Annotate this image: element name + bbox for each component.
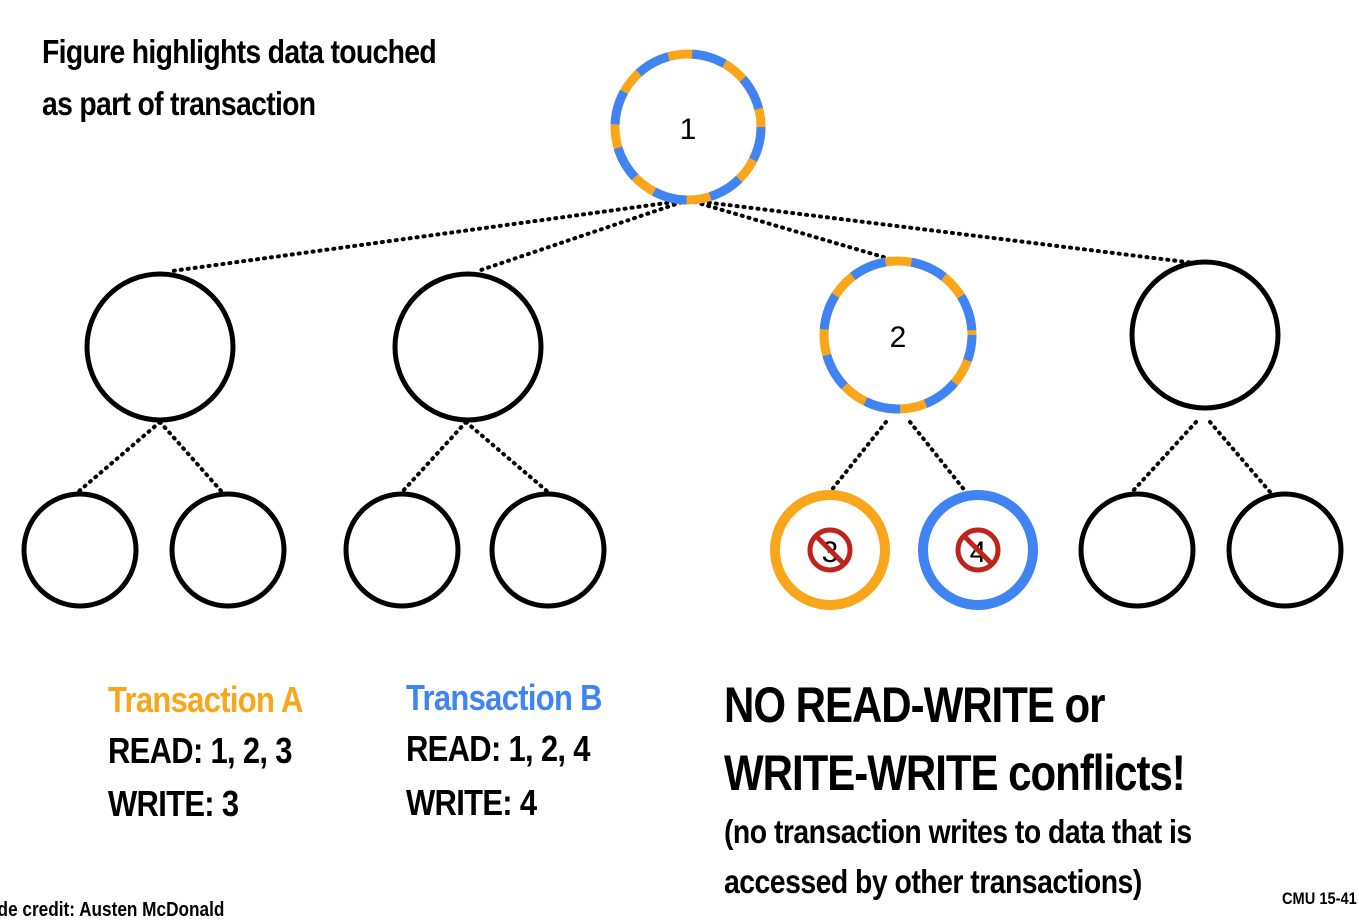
conclusion-headline-line-1: NO READ-WRITE or	[724, 677, 1106, 733]
edge-node2-node4	[908, 420, 968, 494]
transaction-a-read: READ: 1, 2, 3	[108, 730, 292, 771]
edge-b-leaf3	[400, 420, 468, 494]
edge-root-d	[686, 198, 1204, 266]
conclusion-headline-line-2: WRITE-WRITE conflicts!	[724, 745, 1186, 801]
node-3: 3	[770, 490, 890, 610]
leaf-3	[343, 491, 461, 609]
prohibited-icon	[955, 527, 1001, 573]
leaf-1	[21, 491, 139, 609]
edge-root-b	[476, 198, 690, 273]
leaf-8	[1226, 491, 1344, 609]
node-1-label: 1	[680, 113, 697, 146]
edge-a-leaf2	[158, 420, 224, 494]
edge-b-leaf4	[464, 420, 550, 494]
leaf-4	[489, 491, 607, 609]
slide-credit: lide credit: Austen McDonald	[0, 899, 225, 921]
transaction-b-title: Transaction B	[406, 677, 602, 718]
node-2-label: 2	[890, 321, 907, 354]
node-level2-a	[84, 271, 236, 423]
prohibited-icon	[807, 527, 853, 573]
conclusion-note-line-2: accessed by other transactions)	[724, 863, 1142, 900]
edge-a-leaf1	[76, 420, 162, 494]
edge-node2-node3	[828, 420, 888, 494]
transaction-b-read: READ: 1, 2, 4	[406, 728, 590, 769]
edge-root-a	[170, 198, 690, 273]
edge-root-node2	[686, 198, 899, 263]
node-2: 2	[819, 256, 977, 414]
edge-d-leaf7	[1130, 420, 1198, 494]
node-1: 1	[610, 49, 766, 205]
caption-line-1: Figure highlights data touched	[42, 33, 437, 70]
conclusion-note-line-1: (no transaction writes to data that is	[724, 813, 1192, 850]
tree-edges	[76, 198, 1272, 494]
node-level2-d	[1129, 259, 1281, 411]
edge-d-leaf8	[1208, 420, 1272, 494]
node-level2-b	[392, 271, 544, 423]
leaf-2	[169, 491, 287, 609]
leaf-7	[1078, 491, 1196, 609]
transaction-a-title: Transaction A	[108, 679, 303, 720]
figure-caption: Figure highlights data touched as part o…	[42, 26, 437, 130]
transaction-a-write: WRITE: 3	[108, 783, 239, 824]
caption-line-2: as part of transaction	[42, 85, 316, 122]
course-label: CMU 15-41	[1282, 889, 1357, 908]
node-4: 4	[918, 490, 1038, 610]
transaction-b-write: WRITE: 4	[406, 782, 537, 823]
